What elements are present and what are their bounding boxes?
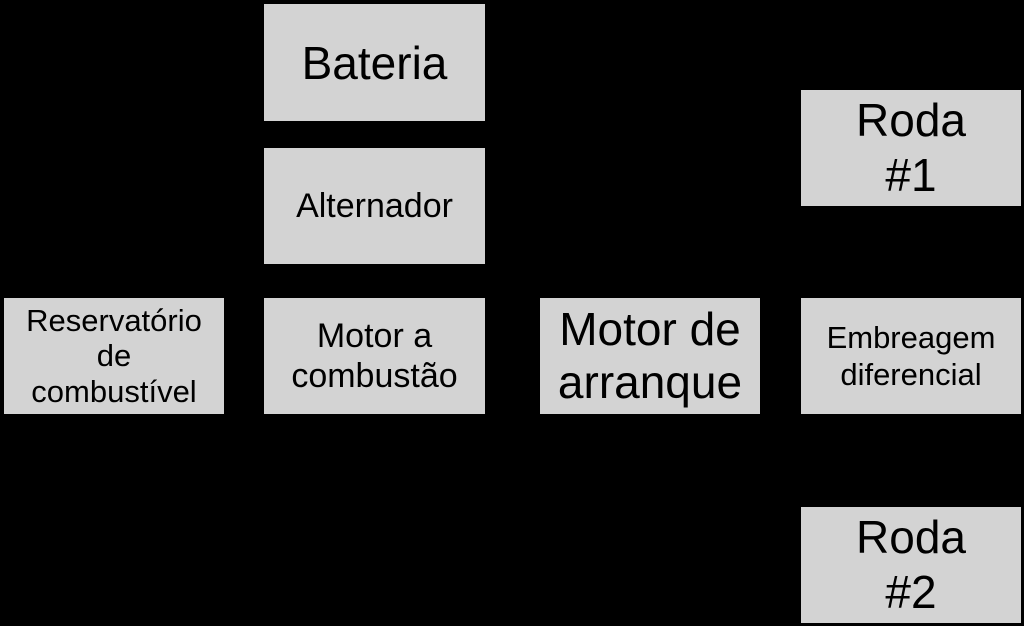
bateria-label: Bateria [301,36,448,89]
roda-1-label: Roda #1 [856,93,966,201]
alternador-box: Alternador [264,148,485,264]
embreagem-box: Embreagem diferencial [801,298,1021,414]
motor-arranque-box: Motor de arranque [540,298,760,414]
embreagem-label: Embreagem diferencial [826,319,996,392]
reservatorio-box: Reservatório de combustível [4,298,224,414]
motor-combustao-box: Motor a combustão [264,298,485,414]
roda-2-box: Roda #2 [801,507,1021,623]
bateria-box: Bateria [264,4,485,121]
motor-arranque-label: Motor de arranque [557,303,743,408]
motor-combustao-label: Motor a combustão [291,316,458,395]
roda-2-label: Roda #2 [856,510,966,618]
alternador-label: Alternador [296,186,453,225]
roda-1-box: Roda #1 [801,90,1021,206]
reservatorio-label: Reservatório de combustível [26,303,202,409]
